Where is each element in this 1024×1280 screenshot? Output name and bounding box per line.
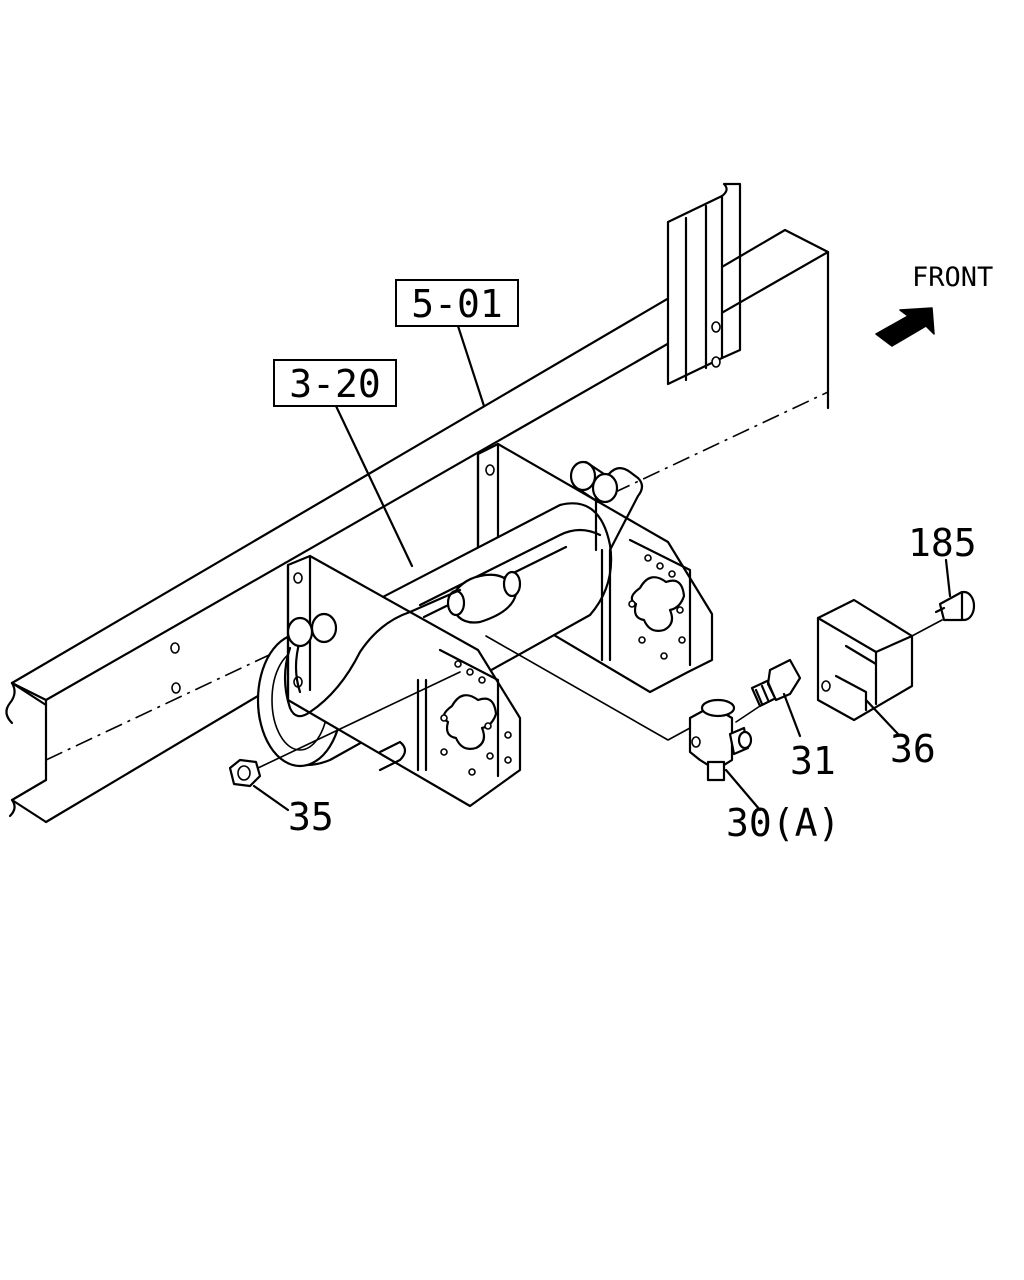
callout-185-leader [944, 558, 952, 598]
drain-cock-part [485, 635, 753, 782]
clip-part [934, 590, 976, 622]
ref-box-5-01[interactable]: 5-01 [395, 279, 519, 327]
nut-part [228, 671, 461, 788]
callout-31[interactable]: 31 [790, 739, 836, 783]
front-arrow-icon [875, 307, 935, 347]
callout-35-leader [252, 784, 290, 812]
svg-text:3-20: 3-20 [289, 362, 381, 406]
bolt-part [735, 658, 802, 723]
front-label: FRONT [912, 262, 993, 293]
ref-box-3-20[interactable]: 3-20 [273, 359, 397, 407]
callout-30a[interactable]: 30(A) [726, 801, 840, 845]
callout-35[interactable]: 35 [288, 795, 334, 839]
cover-part [816, 598, 943, 722]
callout-185[interactable]: 185 [908, 521, 977, 565]
callout-36[interactable]: 36 [890, 727, 936, 771]
callout-31-leader [782, 692, 802, 738]
ref-3-20-leader [334, 404, 414, 568]
air-tank-assembly [256, 442, 714, 808]
svg-text:5-01: 5-01 [411, 282, 503, 326]
cross-member [666, 182, 742, 386]
callout-36-leader [864, 698, 900, 736]
callout-30a-leader [724, 768, 762, 812]
ref-5-01-leader [456, 324, 486, 408]
